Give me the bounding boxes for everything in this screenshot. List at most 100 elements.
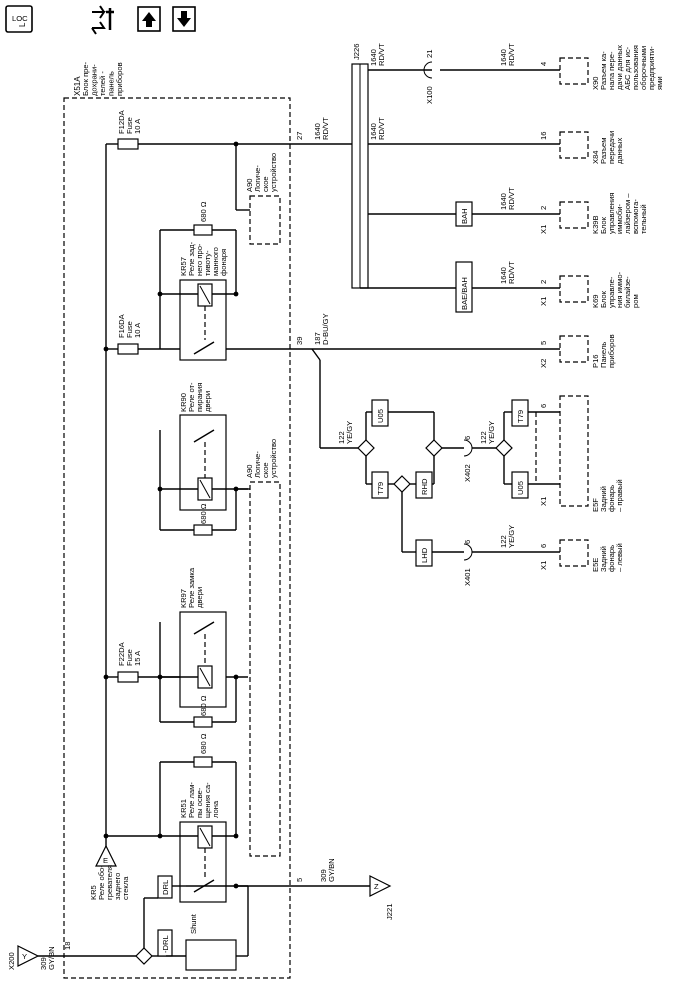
svg-text:Разъем ка-: Разъем ка- [599, 51, 608, 90]
svg-text:Реле замка: Реле замка [187, 567, 196, 608]
kr97-resistor-label: 680 Ω [199, 695, 208, 716]
kr51-resistor-label: 680 Ω [199, 733, 208, 754]
svg-text:Задний: Задний [599, 486, 608, 512]
option-rhd-label: RHD [420, 478, 429, 495]
component-e5e [559, 539, 589, 567]
svg-text:телей -: телей - [98, 71, 107, 96]
component-e5f [559, 395, 589, 507]
svg-text:D-BU/GY: D-BU/GY [321, 313, 330, 345]
option-t79-left-label: T79 [376, 482, 385, 495]
component-k69-label: K69 Блок управле- ния иммо- билайзе- ром [591, 271, 640, 308]
svg-text:управле-: управле- [607, 276, 616, 308]
x401-pin-label: 6 [463, 540, 472, 544]
option-diamond-drl [135, 947, 153, 965]
svg-text:АБС для ис-: АБС для ис- [623, 46, 632, 90]
fuse-f22da [117, 671, 139, 683]
svg-text:KR97: KR97 [179, 589, 188, 608]
shunt-label: Shunt [189, 913, 198, 934]
svg-text:ями: ями [655, 76, 664, 90]
arrow-up-icon [142, 12, 156, 27]
wire-1640-x100-label: 1640 RD/VT [369, 43, 386, 66]
pin-5-output-label: 5 [295, 878, 304, 882]
svg-text:предприяти-: предприяти- [647, 46, 656, 90]
relay-kr97 [179, 611, 227, 708]
svg-text:YE/GY: YE/GY [507, 525, 516, 548]
arrow-down-icon [177, 11, 191, 27]
wire-187-label: 187 D-BU/GY [313, 313, 330, 345]
svg-text:Реле зад-: Реле зад- [187, 241, 196, 276]
svg-text:1640: 1640 [499, 267, 508, 284]
e5e-pin-label: 6 [539, 544, 548, 548]
p16-pin-label: 5 [539, 341, 548, 345]
e5f-conn-label: X1 [539, 497, 548, 506]
relay-kr51-label: KR51 Реле лам- пы осве- щения са- лона [179, 782, 220, 818]
svg-text:щения са-: щения са- [203, 782, 212, 818]
svg-text:Блок: Блок [599, 290, 608, 308]
svg-text:него про-: него про- [195, 243, 204, 276]
arrow-down-button[interactable] [172, 6, 196, 32]
relay-kr5-label: KR5 Реле обо- гревателя заднего стекла [89, 865, 130, 900]
option-drl [157, 875, 173, 899]
svg-text:K69: K69 [591, 294, 600, 308]
svg-text:187: 187 [313, 332, 322, 345]
svg-text:ское: ское [261, 462, 270, 478]
svg-text:RD/VT: RD/VT [377, 43, 386, 66]
svg-text:заднего: заднего [113, 873, 122, 900]
svg-text:– правый: – правый [615, 479, 624, 512]
svg-text:RD/VT: RD/VT [321, 117, 330, 140]
svg-text:передачи: передачи [607, 131, 616, 164]
svg-text:F22DA: F22DA [117, 641, 126, 666]
component-x90 [559, 57, 589, 85]
option-bae-bah [455, 261, 473, 313]
svg-text:10 A: 10 A [133, 118, 142, 134]
pin-21-label: 21 [425, 50, 434, 58]
pin-39-label: 39 [295, 337, 304, 345]
svg-text:F12DA: F12DA [117, 109, 126, 134]
svg-text:A90: A90 [245, 464, 254, 478]
loc-button-label: LOC [12, 14, 28, 23]
pin-18-label: 18 [63, 942, 72, 950]
svg-text:Реле лам-: Реле лам- [187, 782, 196, 818]
svg-text:E5F: E5F [591, 498, 600, 512]
relay-kr57-label: KR57 Реле зад- него про- тивоту- манного… [179, 241, 228, 276]
svg-text:дохрани-: дохрани- [90, 64, 99, 96]
svg-text:Задний: Задний [599, 546, 608, 572]
svg-text:стекла: стекла [121, 876, 130, 900]
wire-1640-k69-label: 1640 RD/VT [499, 261, 516, 284]
shunt [185, 939, 237, 971]
k39b-pin-label: 2 [539, 206, 548, 210]
x100-label: X100 [425, 86, 434, 104]
x84-pin-label: 16 [539, 132, 548, 140]
svg-text:122: 122 [479, 431, 488, 444]
svg-text:KR51: KR51 [179, 799, 188, 818]
y-marker [17, 945, 40, 967]
svg-text:1640: 1640 [499, 49, 508, 66]
svg-text:122: 122 [337, 431, 346, 444]
svg-text:E5E: E5E [591, 558, 600, 572]
svg-text:Блок пре-: Блок пре- [81, 61, 90, 96]
svg-text:– левый: – левый [615, 543, 624, 572]
kr57-resistor-label: 680 Ω [199, 201, 208, 222]
arrow-up-button[interactable] [137, 6, 161, 32]
pin-27-label: 27 [295, 132, 304, 140]
kr90-resistor-label: 680 Ω [199, 503, 208, 524]
svg-text:фонарь: фонарь [607, 485, 616, 512]
svg-text:пы осве-: пы осве- [195, 787, 204, 818]
option-bae-bah-label: BAE/BAH [460, 277, 469, 310]
svg-text:YE/GY: YE/GY [487, 421, 496, 444]
component-e5e-label: E5E Задний фонарь – левый [591, 543, 624, 572]
y-marker-label: Y [22, 952, 27, 961]
svg-text:GY/BN: GY/BN [47, 946, 56, 970]
svg-text:тельный: тельный [639, 204, 648, 234]
svg-text:лайзером –: лайзером – [623, 193, 632, 234]
harness-tool-icon[interactable] [91, 5, 114, 35]
fuse-f12da [117, 138, 139, 150]
svg-text:309: 309 [319, 869, 328, 882]
wire-122-main-label: 122 YE/GY [337, 421, 354, 444]
svg-text:122: 122 [499, 535, 508, 548]
svg-text:1640: 1640 [369, 123, 378, 140]
splice-j226-label: J226 [352, 44, 361, 60]
loc-button[interactable]: L LOC [5, 5, 33, 33]
svg-text:устройство: устройство [269, 153, 278, 192]
svg-text:KR90: KR90 [179, 393, 188, 412]
